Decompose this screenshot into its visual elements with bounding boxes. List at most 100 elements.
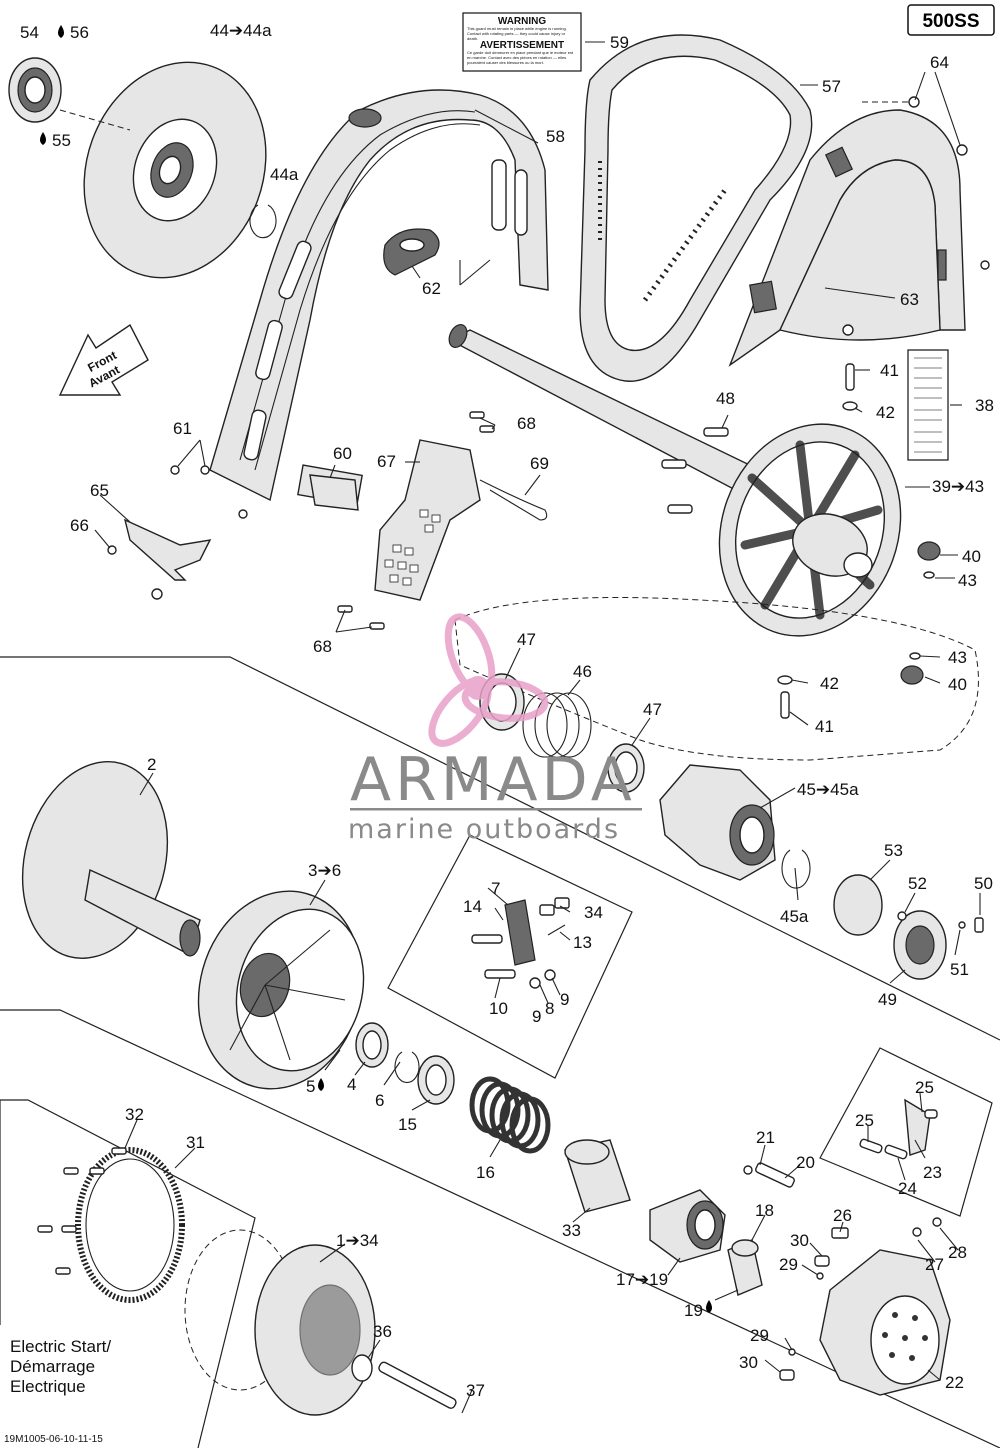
- callout-3-6: 3➔6: [308, 861, 341, 880]
- housing-49: [893, 910, 984, 980]
- callout-64: 64: [930, 53, 949, 72]
- bolt-20-21: [743, 1162, 795, 1188]
- callout-29-b: 29: [750, 1326, 769, 1345]
- washer-15: [417, 1055, 455, 1105]
- callout-9-b: 9: [560, 990, 569, 1009]
- callout-25-a: 25: [915, 1078, 934, 1097]
- callout-50: 50: [974, 874, 993, 893]
- leader-lines: [94, 41, 981, 1414]
- callout-56: 56: [70, 23, 89, 42]
- callout-49: 49: [878, 990, 897, 1009]
- callout-63: 63: [900, 290, 919, 309]
- callout-33: 33: [562, 1221, 581, 1240]
- callout-69: 69: [530, 454, 549, 473]
- driven-pulley-39: [718, 423, 902, 637]
- callout-53: 53: [884, 841, 903, 860]
- bushing-4: [355, 1022, 389, 1068]
- fixed-sheave-2: [21, 761, 201, 959]
- callout-62: 62: [422, 279, 441, 298]
- callout-9-a: 9: [532, 1007, 541, 1026]
- decal-avert-title: AVERTISSEMENT: [480, 40, 564, 51]
- electric-start-label: Electric Start/ Démarrage Electrique: [10, 1337, 111, 1396]
- callout-36: 36: [373, 1322, 392, 1341]
- rollers-23-25: [859, 1098, 938, 1160]
- callout-40-bottom: 40: [948, 675, 967, 694]
- callout-54: 54: [20, 23, 39, 42]
- sleeve-33: [564, 1139, 631, 1213]
- callout-16: 16: [476, 1163, 495, 1182]
- callout-labels: 54 56 55 44➔44a 44a 59 57 58 64 62 63 41…: [20, 21, 994, 1400]
- armada-propeller-logo: [428, 613, 549, 747]
- support-67: [374, 439, 481, 601]
- callout-21: 21: [756, 1128, 775, 1147]
- callout-29-a: 29: [779, 1255, 798, 1274]
- callout-27: 27: [925, 1255, 944, 1274]
- movable-sheave-3: [197, 890, 365, 1090]
- callout-60: 60: [333, 444, 352, 463]
- watermark-tagline: marine outboards: [348, 814, 620, 845]
- electric-start-line3: Electrique: [10, 1377, 86, 1396]
- callout-39-43: 39➔43: [932, 477, 984, 496]
- callout-20: 20: [796, 1153, 815, 1172]
- lubricant-markers: [40, 25, 712, 1313]
- bracket-60: [309, 474, 359, 511]
- callout-55: 55: [52, 131, 71, 150]
- drive-belt-57: [579, 34, 813, 382]
- callout-10: 10: [489, 999, 508, 1018]
- callout-45-45a: 45➔45a: [797, 780, 859, 799]
- ring-gear-31: [37, 1147, 185, 1303]
- callout-43-bottom: 43: [948, 648, 967, 667]
- washer-53: [833, 874, 883, 936]
- callout-28: 28: [948, 1243, 967, 1262]
- decal-59: WARNING This guard must remain in place …: [462, 12, 582, 72]
- callout-23: 23: [923, 1163, 942, 1182]
- cap-17: [649, 1189, 726, 1263]
- callout-59: 59: [610, 33, 629, 52]
- callout-61: 61: [173, 419, 192, 438]
- callout-22: 22: [945, 1373, 964, 1392]
- callout-25-b: 25: [855, 1111, 874, 1130]
- callout-42-top: 42: [876, 403, 895, 422]
- callout-45a: 45a: [780, 907, 809, 926]
- watermark-brand: ARMADA: [350, 745, 636, 815]
- callout-5: 5: [306, 1077, 315, 1096]
- callout-51: 51: [950, 960, 969, 979]
- small-screws: [170, 411, 495, 630]
- callout-47-upper: 47: [517, 630, 536, 649]
- model-badge-text: 500SS: [922, 11, 979, 32]
- callout-68-bottom: 68: [313, 637, 332, 656]
- callout-38: 38: [975, 396, 994, 415]
- electric-start-line2: Démarrage: [10, 1357, 95, 1376]
- callout-65: 65: [90, 481, 109, 500]
- circlip-44a: [249, 204, 277, 239]
- drive-pulley-assembly-1: [184, 1229, 457, 1416]
- decal-warning-title: WARNING: [498, 16, 547, 27]
- callout-30-b: 30: [739, 1353, 758, 1372]
- callout-31: 31: [186, 1133, 205, 1152]
- callout-42-bottom: 42: [820, 674, 839, 693]
- decal-avert-text: Ce garde doit demeurer en place pendant …: [467, 50, 574, 65]
- bushing-18: [727, 1239, 763, 1296]
- decal-38: [907, 349, 949, 461]
- callout-30-a: 30: [790, 1231, 809, 1250]
- callout-7: 7: [491, 879, 500, 898]
- callout-66: 66: [70, 516, 89, 535]
- callout-18: 18: [755, 1201, 774, 1220]
- bearing-54: [8, 57, 62, 123]
- callout-46: 46: [573, 662, 592, 681]
- callout-52: 52: [908, 874, 927, 893]
- callout-32: 32: [125, 1105, 144, 1124]
- clip-69: [479, 479, 548, 521]
- electric-start-line1: Electric Start/: [10, 1337, 111, 1356]
- cam-45: [659, 764, 776, 881]
- bumper-62: [383, 228, 440, 276]
- callout-57: 57: [822, 77, 841, 96]
- model-badge: 500SS: [907, 4, 995, 36]
- circlip-6: [394, 1051, 420, 1084]
- callout-14: 14: [463, 897, 482, 916]
- callout-19: 19: [684, 1301, 703, 1320]
- callout-44-44a: 44➔44a: [210, 21, 272, 40]
- bracket-65: [107, 518, 212, 600]
- circlip-45a: [781, 849, 811, 889]
